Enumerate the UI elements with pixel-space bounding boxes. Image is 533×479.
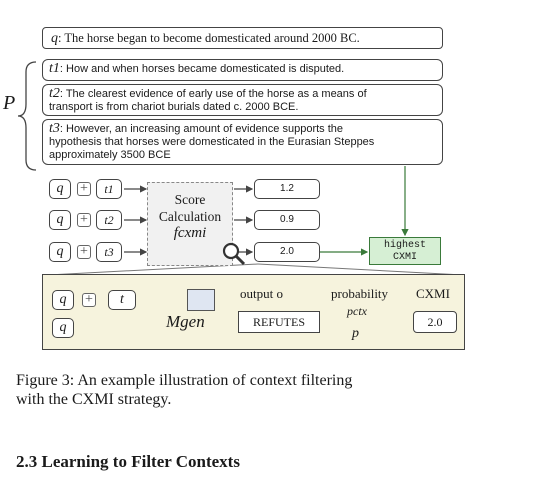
output-label: output o — [240, 286, 283, 301]
probability-label: probability — [331, 286, 389, 301]
value-t2: 0.9 — [254, 210, 320, 230]
value-t1: 1.2 — [254, 179, 320, 199]
bottom-q-top: q — [52, 290, 74, 310]
document-icon — [187, 289, 215, 311]
p-label: P — [3, 92, 16, 114]
bottom-plus-icon: + — [82, 293, 96, 307]
score-line2: Calculation — [158, 209, 222, 224]
value-t3: 2.0 — [254, 242, 320, 262]
t1-text: How and when horses became domesticated … — [66, 63, 345, 75]
t2-text-2: transport is from chariot burials dated … — [49, 101, 299, 113]
caption-line1: Figure 3: An example illustration of con… — [16, 372, 353, 389]
bottom-q-bottom: q — [52, 318, 74, 338]
t3-text-1: However, an increasing amount of evidenc… — [66, 123, 344, 135]
t2-text-1: The clearest evidence of early use of th… — [65, 88, 367, 100]
row3-plus-icon: + — [77, 245, 91, 259]
row1-plus-icon: + — [77, 182, 91, 196]
highest-line2: CXMI — [392, 252, 417, 263]
magnifier-icon — [222, 242, 246, 266]
mgen-label: Mgen — [166, 312, 205, 331]
pctx-label: pctx — [347, 304, 367, 318]
p-brace — [17, 61, 37, 171]
score-calculation-box: Score Calculation fcxmi — [147, 182, 233, 266]
figure-caption: Figure 3: An example illustration of con… — [16, 371, 486, 409]
t3-text-2: hypothesis that horses were domesticated… — [49, 136, 375, 148]
caption-line2: with the CXMI strategy. — [16, 391, 172, 408]
row3-t: t3 — [96, 242, 122, 262]
cxmi-label: CXMI — [416, 286, 450, 301]
row2-plus-icon: + — [77, 213, 91, 227]
section-heading: 2.3 Learning to Filter Contexts — [16, 452, 240, 471]
t3-label: t3 — [49, 121, 60, 136]
row1-t: t1 — [96, 179, 122, 199]
row1-q: q — [49, 179, 71, 199]
row2-q: q — [49, 210, 71, 230]
refutes-box: REFUTES — [238, 311, 320, 333]
row2-t: t2 — [96, 210, 122, 230]
p-label-bottom: p — [352, 326, 359, 341]
context-t2: t2: The clearest evidence of early use o… — [42, 84, 443, 116]
highest-cxmi-box: highest CXMI — [369, 237, 441, 265]
score-func: fcxmi — [173, 225, 207, 241]
highest-line1: highest — [383, 240, 426, 251]
t2-label: t2 — [49, 86, 60, 101]
context-t1: t1: How and when horses became domestica… — [42, 59, 443, 81]
row3-q: q — [49, 242, 71, 262]
question-text: The horse began to become domesticated a… — [64, 31, 360, 45]
score-line1: Score — [174, 192, 206, 207]
cxmi-value-box: 2.0 — [413, 311, 457, 333]
t1-label: t1 — [49, 61, 60, 76]
bottom-t: t — [108, 290, 136, 310]
q-letter: q — [51, 31, 58, 46]
context-t3: t3: However, an increasing amount of evi… — [42, 119, 443, 165]
t3-text-3: approximately 3500 BCE — [49, 149, 171, 161]
question-box: q: The horse began to become domesticate… — [42, 27, 443, 49]
